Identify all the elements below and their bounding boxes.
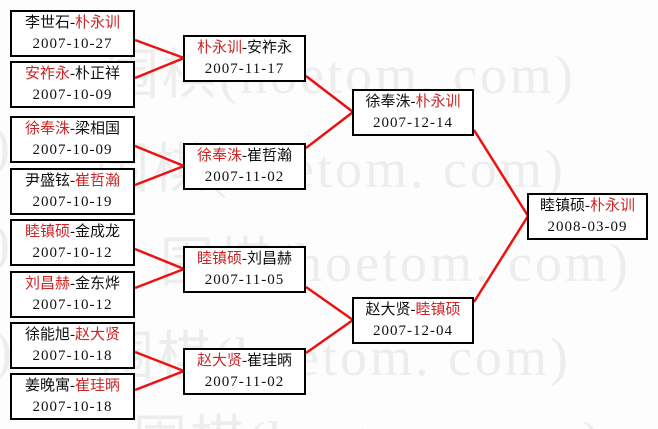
player-name: 崔珪昞 [75,378,121,394]
name-separator: - [410,94,416,110]
match-players: 徐奉洙-梁相国 [12,119,133,140]
match-box-r2m2: 徐奉洙-崔哲瀚 2007-11-02 [183,143,306,190]
name-separator: - [70,66,75,82]
watermark-fragment: ) [0,115,10,177]
match-players: 尹盛铉-崔哲瀚 [12,171,133,192]
name-separator: - [242,40,247,56]
match-players: 徐奉洙-崔哲瀚 [185,146,304,167]
match-date: 2007-11-02 [204,374,285,390]
watermark-text: 围棋(hoetom. com) [133,396,604,429]
match-players: 李世石-朴永训 [12,13,133,34]
player-name: 姜晚寓 [24,378,70,394]
player-name: 朴永训 [75,15,121,31]
match-box-r2m1: 朴永训-安祚永 2007-11-17 [183,35,306,82]
match-box-r2m4: 赵大贤-崔珪昞 2007-11-02 [183,348,306,395]
name-separator: - [70,121,75,137]
player-name: 安祚永 [24,66,70,82]
match-box-r1m5: 睦镇硕-金成龙 2007-10-12 [10,219,135,266]
match-players: 徐能旭-赵大贤 [12,325,133,346]
name-separator: - [70,327,75,343]
player-name: 金成龙 [75,224,121,240]
match-date: 2007-12-04 [373,323,453,339]
match-date: 2007-10-18 [32,348,113,364]
match-date: 2007-11-05 [204,272,285,288]
name-separator: - [242,353,247,369]
player-name: 朴永训 [590,198,636,214]
match-box-r1m2: 安祚永-朴正祥 2007-10-09 [10,61,135,108]
watermark-text: 围棋(hoetom. com) [105,45,576,105]
player-name: 朴正祥 [75,66,121,82]
player-name: 徐能旭 [24,327,70,343]
match-box-r1m8: 姜晚寓-崔珪昞 2007-10-18 [10,373,135,420]
match-box-final: 睦镇硕-朴永训 2008-03-09 [527,193,648,240]
watermark-fragment: ) [0,320,12,382]
name-separator: - [70,276,75,292]
match-players: 睦镇硕-朴永训 [529,196,646,217]
name-separator: - [70,15,75,31]
player-name: 梁相国 [75,121,121,137]
player-name: 刘昌赫 [24,276,70,292]
name-separator: - [70,224,75,240]
player-name: 朴永训 [415,94,461,110]
match-box-r1m1: 李世石-朴永训 2007-10-27 [10,10,135,57]
player-name: 赵大贤 [75,327,121,343]
match-date: 2007-11-02 [204,169,285,185]
match-players: 赵大贤-崔珪昞 [185,351,304,372]
player-name: 崔珪昞 [247,353,293,369]
match-players: 徐奉洙-朴永训 [354,92,472,113]
name-separator: - [242,251,247,267]
name-separator: - [410,302,416,318]
match-box-sf2: 赵大贤-睦镇硕 2007-12-04 [352,297,474,344]
player-name: 刘昌赫 [247,251,293,267]
match-date: 2007-10-12 [32,245,113,261]
player-name: 赵大贤 [196,353,242,369]
player-name: 金东烨 [75,276,121,292]
match-date: 2007-10-09 [32,142,113,158]
match-date: 2007-12-14 [373,115,453,131]
match-box-r1m4: 尹盛铉-崔哲瀚 2007-10-19 [10,168,135,215]
match-players: 睦镇硕-金成龙 [12,222,133,243]
match-date: 2007-10-09 [32,87,113,103]
player-name: 崔哲瀚 [75,173,121,189]
match-date: 2007-10-18 [32,399,113,415]
match-date: 2007-10-19 [32,194,113,210]
watermark-text: 围棋(hoetom. com) [100,327,571,387]
player-name: 睦镇硕 [415,302,461,318]
match-box-r1m7: 徐能旭-赵大贤 2007-10-18 [10,322,135,369]
player-name: 尹盛铉 [24,173,70,189]
player-name: 睦镇硕 [196,251,242,267]
player-name: 李世石 [24,15,70,31]
match-players: 睦镇硕-刘昌赫 [185,249,304,270]
player-name: 崔哲瀚 [247,148,293,164]
match-players: 安祚永-朴正祥 [12,64,133,85]
name-separator: - [70,173,75,189]
player-name: 朴永训 [196,40,242,56]
match-box-r2m3: 睦镇硕-刘昌赫 2007-11-05 [183,246,306,293]
name-separator: - [585,198,590,214]
watermark-fragment: ) [0,212,10,274]
match-box-sf1: 徐奉洙-朴永训 2007-12-14 [352,89,474,136]
match-players: 刘昌赫-金东烨 [12,274,133,295]
match-date: 2008-03-09 [547,219,628,235]
name-separator: - [242,148,247,164]
match-date: 2007-10-27 [32,36,113,52]
player-name: 睦镇硕 [539,198,585,214]
name-separator: - [70,378,75,394]
match-date: 2007-11-17 [204,61,285,77]
player-name: 睦镇硕 [24,224,70,240]
match-players: 赵大贤-睦镇硕 [354,300,472,321]
player-name: 徐奉洙 [196,148,242,164]
match-players: 姜晚寓-崔珪昞 [12,376,133,397]
match-box-r1m6: 刘昌赫-金东烨 2007-10-12 [10,271,135,318]
player-name: 安祚永 [247,40,293,56]
match-players: 朴永训-安祚永 [185,38,304,59]
player-name: 赵大贤 [365,302,411,318]
player-name: 徐奉洙 [24,121,70,137]
player-name: 徐奉洙 [365,94,411,110]
match-date: 2007-10-12 [32,297,113,313]
match-box-r1m3: 徐奉洙-梁相国 2007-10-09 [10,116,135,163]
